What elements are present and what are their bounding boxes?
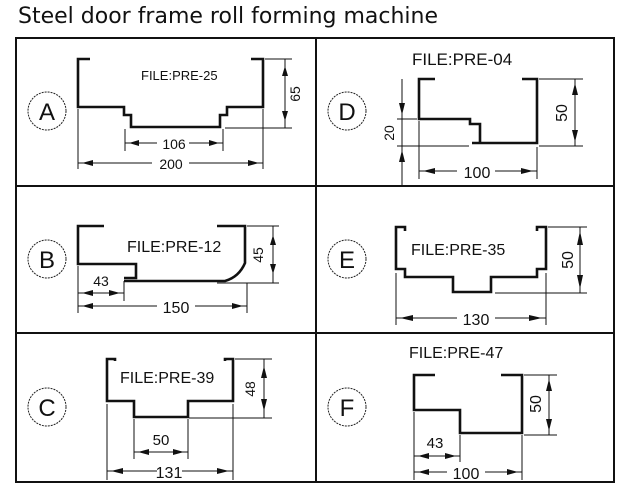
dimension-bottom: 50 (133, 419, 189, 459)
dimension-bottom: 106 (124, 129, 224, 152)
dimension-height: 50 (495, 226, 587, 294)
profile-shape (412, 373, 524, 435)
svg-text:50: 50 (560, 251, 577, 269)
panel-label-c: C (27, 387, 67, 427)
panel-label-a: A (27, 91, 67, 131)
profile-shape (394, 225, 548, 294)
profile-panel-d: D FILE:PRE-04 20 50 100 (327, 50, 583, 185)
dimension-width: 131 (106, 404, 234, 482)
dimension-height: 48 (189, 358, 272, 419)
dimension-width: 130 (395, 273, 547, 329)
svg-text:20: 20 (381, 125, 397, 141)
file-label: FILE:PRE-25 (141, 68, 218, 83)
file-label: FILE:PRE-12 (127, 239, 221, 256)
panel-label-b: B (27, 239, 67, 279)
svg-text:45: 45 (250, 247, 266, 263)
svg-text:C: C (38, 395, 55, 422)
dimension-step: 43 (413, 412, 461, 480)
dimension-height: 45 (217, 225, 279, 284)
svg-text:B: B (39, 247, 55, 274)
profile-panel-f: F FILE:PRE-47 50 43 100 (327, 345, 557, 482)
svg-text:48: 48 (242, 381, 258, 397)
dimension-width: 200 (77, 109, 264, 172)
page-title: Steel door frame roll forming machine (18, 4, 439, 29)
svg-text:130: 130 (463, 312, 490, 329)
dimension-height: 65 (225, 58, 303, 129)
dimension-step: 20 (381, 79, 469, 185)
panel-label-d: D (327, 91, 367, 131)
profile-panel-b: B FILE:PRE-12 45 43 150 (27, 224, 279, 317)
panel-label-f: F (327, 387, 367, 427)
file-label: FILE:PRE-04 (412, 50, 512, 69)
panel-label-e: E (327, 239, 367, 279)
dimension-height: 50 (524, 374, 557, 436)
profile-shape (417, 77, 539, 145)
svg-text:43: 43 (427, 435, 444, 452)
file-label: FILE:PRE-39 (120, 370, 214, 387)
profile-panel-a: A FILE:PRE-25 65 106 200 (27, 57, 303, 172)
dimension-width: 100 (414, 435, 523, 482)
svg-text:D: D (338, 99, 355, 126)
profile-shape (105, 357, 235, 419)
svg-text:200: 200 (159, 156, 183, 172)
svg-text:F: F (340, 395, 355, 422)
svg-text:100: 100 (453, 466, 480, 482)
svg-text:50: 50 (153, 432, 170, 449)
table-divider-horizontal (15, 332, 615, 334)
svg-text:E: E (339, 247, 355, 274)
profile-panel-c: C FILE:PRE-39 48 50 131 (27, 357, 272, 482)
dimension-height: 50 (539, 78, 583, 147)
svg-text:131: 131 (156, 465, 183, 482)
svg-text:100: 100 (464, 165, 491, 182)
dimension-step: 43 (77, 266, 125, 313)
table-divider-vertical (315, 37, 317, 483)
profile-panel-e: E FILE:PRE-35 50 130 (327, 225, 587, 329)
svg-text:106: 106 (162, 136, 186, 152)
svg-text:65: 65 (287, 86, 303, 102)
profile-shape (76, 57, 265, 129)
svg-text:A: A (39, 99, 55, 126)
svg-text:150: 150 (163, 300, 190, 317)
table-divider-horizontal (15, 185, 615, 187)
svg-text:50: 50 (554, 104, 571, 122)
svg-text:50: 50 (528, 395, 545, 413)
file-label: FILE:PRE-35 (411, 242, 505, 259)
svg-text:43: 43 (93, 273, 109, 289)
dimension-width: 150 (78, 283, 248, 317)
profile-shape (76, 224, 247, 283)
dimension-width: 100 (418, 121, 538, 182)
file-label: FILE:PRE-47 (409, 345, 503, 362)
